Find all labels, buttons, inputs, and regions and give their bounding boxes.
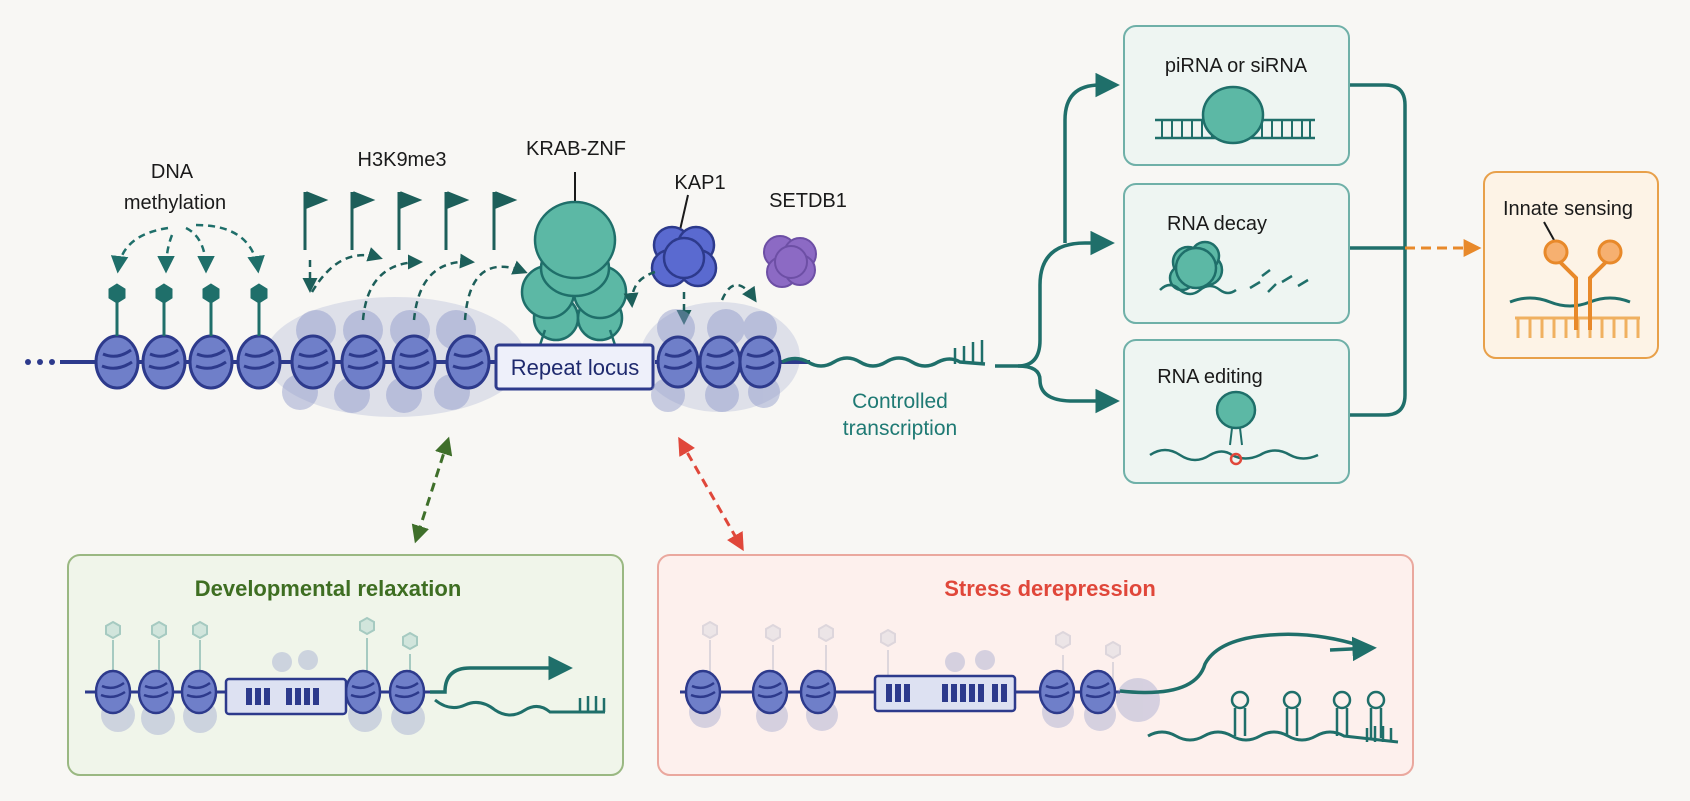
dna-methylation-label: DNA methylation <box>124 161 226 214</box>
kap1-protein <box>650 194 718 288</box>
outcome-pirna-label: piRNA or siRNA <box>1165 55 1308 77</box>
outcome-pirna: piRNA or siRNA <box>1123 25 1350 166</box>
krab-znf-label: KRAB-ZNF <box>526 138 626 160</box>
h3k9me3-label: H3K9me3 <box>358 149 447 171</box>
kap1-label: KAP1 <box>674 172 725 194</box>
merge-lines <box>1350 83 1407 417</box>
stress-panel-title: Stress derepression <box>944 576 1156 601</box>
controlled-transcription-label: Controlled transcription <box>843 390 957 440</box>
outcome-rna-editing: RNA editing <box>1123 339 1350 484</box>
stress-link-arrow <box>678 436 744 552</box>
methyl-marks <box>108 283 268 336</box>
outcome-rna-decay-label: RNA decay <box>1167 213 1267 235</box>
developmental-panel-title: Developmental relaxation <box>195 576 462 601</box>
repeat-locus: Repeat locus <box>494 343 655 391</box>
dna-methylation-line1: DNA <box>151 161 194 183</box>
innate-sensing-box: Innate sensing <box>1483 171 1659 359</box>
innate-sensing-label: Innate sensing <box>1503 198 1633 220</box>
dna-methylation-line2: methylation <box>124 192 226 214</box>
methylation-arrows <box>110 223 265 274</box>
controlled-transcript <box>781 340 986 368</box>
controlled-transcription-line1: Controlled <box>852 390 948 413</box>
repeat-locus-label: Repeat locus <box>511 355 639 380</box>
nucleosomes-h3k9me3 <box>282 310 491 413</box>
krab-znf-protein <box>520 172 628 346</box>
stress-panel: Stress derepression <box>657 554 1414 776</box>
branch-arrows <box>995 72 1120 414</box>
h3k9me3-flags <box>303 191 518 250</box>
developmental-panel: Developmental relaxation <box>67 554 624 776</box>
developmental-link-arrow <box>411 436 453 544</box>
setdb1-protein <box>763 235 817 288</box>
nucleosomes-right <box>651 309 782 412</box>
outcome-rna-editing-label: RNA editing <box>1157 366 1263 388</box>
controlled-transcription-line2: transcription <box>843 417 957 440</box>
setdb1-label: SETDB1 <box>769 190 847 212</box>
kap1-arrows <box>623 270 757 325</box>
h3k9me3-spreading-arrows <box>302 247 528 321</box>
outcome-rna-decay: RNA decay <box>1123 183 1350 324</box>
